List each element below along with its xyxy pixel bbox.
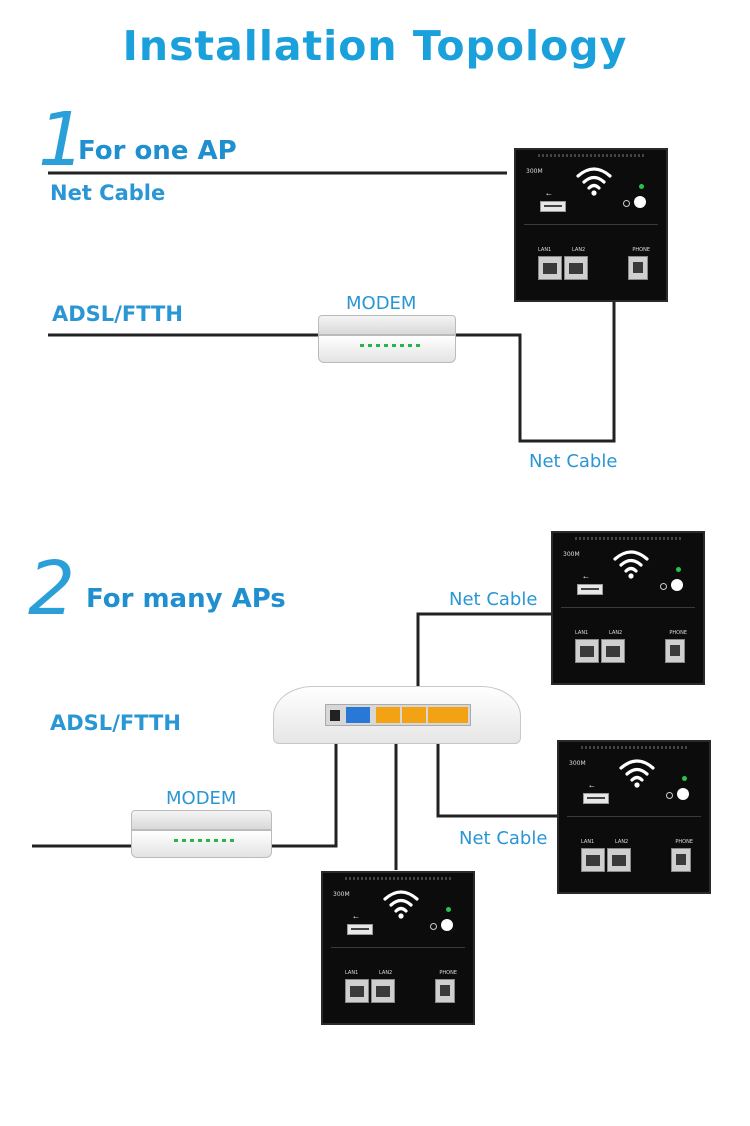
section-2-heading: For many APs [86, 584, 286, 614]
lan1-port[interactable] [575, 639, 599, 663]
section-2-modem-label: MODEM [166, 788, 237, 809]
status-led [682, 776, 687, 781]
power-button[interactable] [671, 579, 683, 591]
section-1-heading: For one AP [78, 136, 237, 166]
power-button[interactable] [441, 919, 453, 931]
router-to-ap-b-wire [436, 736, 557, 818]
dc-power-port [330, 710, 340, 721]
page-title: Installation Topology [122, 22, 628, 70]
ap-model-label: 300M [569, 760, 586, 767]
power-button[interactable] [677, 788, 689, 800]
ap-model-label: 300M [333, 891, 350, 898]
usb-port[interactable] [540, 201, 566, 212]
speaker-grille [538, 154, 644, 157]
section-1-number: 1 [38, 97, 86, 183]
section-2-adsl-label: ADSL/FTTH [50, 711, 181, 735]
wifi-icon [619, 759, 655, 788]
wall-ap-2b: 300M ⭠ LAN1 LAN2 PHONE [557, 740, 711, 894]
lan2-label: LAN2 [609, 630, 623, 636]
usb-icon: ⭠ [589, 782, 595, 790]
router-lan-port [446, 707, 468, 723]
section-1-modem-label: MODEM [346, 293, 417, 314]
status-led [446, 907, 451, 912]
ap-model-label: 300M [526, 168, 543, 175]
power-icon [666, 792, 673, 799]
section-2-number: 2 [28, 546, 76, 632]
modem-device-1 [318, 315, 456, 363]
router-device [273, 686, 521, 744]
lan2-label: LAN2 [572, 247, 586, 253]
section-1-adsl-label: ADSL/FTTH [52, 302, 183, 326]
lan1-port[interactable] [538, 256, 562, 280]
wifi-icon [613, 550, 649, 579]
router-lan-port [402, 707, 426, 723]
wall-ap-2a: 300M ⭠ LAN1 LAN2 PHONE [551, 531, 705, 685]
wall-ap-2c: 300M ⭠ LAN1 LAN2 PHONE [321, 871, 475, 1025]
modem-device-2 [131, 810, 272, 862]
usb-port[interactable] [583, 793, 609, 804]
speaker-grille [581, 746, 687, 749]
lan1-label: LAN1 [581, 839, 595, 845]
modem-to-router-wire [271, 728, 338, 848]
phone-label: PHONE [675, 839, 693, 845]
phone-label: PHONE [669, 630, 687, 636]
power-icon [623, 200, 630, 207]
usb-icon: ⭠ [583, 573, 589, 581]
ap-model-label: 300M [563, 551, 580, 558]
speaker-grille [345, 877, 451, 880]
lan1-label: LAN1 [538, 247, 552, 253]
usb-port[interactable] [577, 584, 603, 595]
lan2-label: LAN2 [379, 970, 393, 976]
wifi-icon [576, 167, 612, 196]
lan2-label: LAN2 [615, 839, 629, 845]
power-icon [430, 923, 437, 930]
phone-port[interactable] [628, 256, 648, 280]
usb-icon: ⭠ [353, 913, 359, 921]
phone-label: PHONE [632, 247, 650, 253]
modem-to-ap-wire-1 [455, 302, 616, 443]
lan1-port[interactable] [581, 848, 605, 872]
section-1-net-cable-bottom-label: Net Cable [529, 451, 618, 472]
usb-icon: ⭠ [546, 190, 552, 198]
phone-port[interactable] [671, 848, 691, 872]
lan2-port[interactable] [607, 848, 631, 872]
phone-port[interactable] [665, 639, 685, 663]
wifi-icon [383, 890, 419, 919]
router-lan-port [376, 707, 400, 723]
section-2-net-cable-top-label: Net Cable [449, 589, 538, 610]
router-to-ap-a-wire [416, 612, 552, 686]
phone-label: PHONE [439, 970, 457, 976]
status-led [639, 184, 644, 189]
wall-ap-1: 300M ⭠ LAN1 LAN2 PHONE [514, 148, 668, 302]
status-led [676, 567, 681, 572]
phone-port[interactable] [435, 979, 455, 1003]
lan2-port[interactable] [564, 256, 588, 280]
lan1-port[interactable] [345, 979, 369, 1003]
section-1-net-cable-label: Net Cable [50, 181, 166, 205]
power-button[interactable] [634, 196, 646, 208]
power-icon [660, 583, 667, 590]
wan-port [346, 707, 370, 723]
section-2-net-cable-mid-label: Net Cable [459, 828, 548, 849]
speaker-grille [575, 537, 681, 540]
usb-port[interactable] [347, 924, 373, 935]
lan1-label: LAN1 [575, 630, 589, 636]
lan2-port[interactable] [371, 979, 395, 1003]
lan2-port[interactable] [601, 639, 625, 663]
lan1-label: LAN1 [345, 970, 359, 976]
